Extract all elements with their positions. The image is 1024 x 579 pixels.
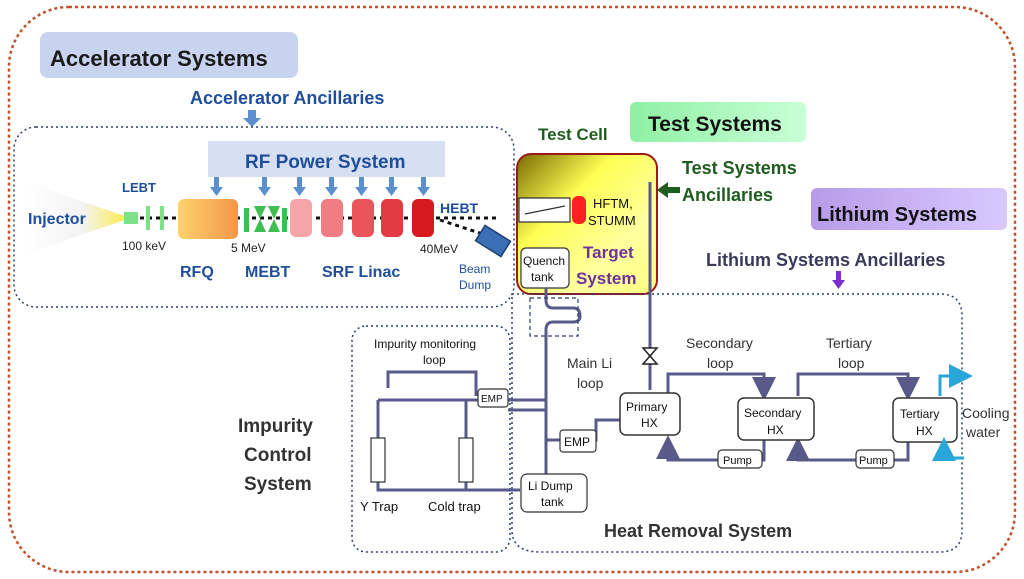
beam-dump-block	[474, 224, 512, 258]
lithium-banner	[811, 188, 1007, 230]
y-trap-label: Y Trap	[360, 499, 398, 514]
primary-hx-label-1: Primary	[626, 400, 667, 414]
cold-trap-label: Cold trap	[428, 499, 481, 514]
lithium-piping	[376, 182, 920, 492]
hebt-label: HEBT	[440, 200, 479, 216]
impurity-box	[351, 325, 511, 553]
lebt-block	[124, 212, 138, 224]
heat-removal-label: Heat Removal System	[604, 521, 792, 541]
tertiary-hx-label-2: HX	[916, 424, 933, 438]
mebt-label: MEBT	[245, 264, 291, 281]
pump-1-box	[717, 449, 763, 469]
quench-tank-label-2: tank	[531, 270, 555, 284]
rf-power-banner	[208, 141, 445, 177]
beam-entry-arrow	[524, 205, 566, 215]
cooling-water-label-2: water	[965, 424, 1001, 440]
tertiary-loop-label-1: Tertiary	[826, 335, 872, 351]
energy-40mev: 40MeV	[420, 242, 458, 256]
secondary-hx-box	[737, 397, 815, 441]
srf-cavity-2	[321, 199, 343, 237]
impurity-emp-box	[477, 388, 509, 408]
valve-icon	[641, 347, 659, 365]
hftm-label-1: HFTM,	[593, 196, 633, 211]
injector-cone	[26, 182, 130, 254]
lebt-lens-2	[160, 206, 164, 230]
main-li-loop-label-2: loop	[577, 375, 604, 391]
accelerator-banner	[40, 32, 298, 78]
target-backplate	[572, 196, 586, 224]
secondary-hx-label-1: Secondary	[744, 406, 801, 420]
test-cell-label: Test Cell	[538, 125, 608, 144]
impurity-emp-label: EMP	[481, 394, 503, 405]
lithium-title: Lithium Systems	[817, 204, 977, 226]
tertiary-loop-label-2: loop	[838, 355, 865, 371]
hftm-label-2: STUMM	[588, 213, 636, 228]
beam-dump-label-2: Dump	[459, 278, 491, 292]
target-system-label-2: System	[576, 269, 636, 288]
emp-main-box	[559, 429, 597, 453]
rf-power-title: RF Power System	[245, 152, 406, 173]
srf-linac-label: SRF Linac	[322, 264, 400, 281]
lebt-label: LEBT	[122, 180, 156, 195]
injector-label: Injector	[28, 211, 86, 228]
li-dump-label-1: Li Dump	[528, 479, 573, 493]
lithium-ancillaries: Lithium Systems Ancillaries	[706, 250, 945, 270]
y-trap-icon	[370, 437, 386, 483]
rfq-block	[178, 199, 238, 239]
cooling-water-lines	[932, 364, 973, 461]
test-ancillaries-label-2: Ancillaries	[682, 185, 773, 205]
li-dump-tank-box	[520, 473, 588, 513]
impurity-control-label-3: System	[244, 474, 312, 495]
li-dump-label-2: tank	[541, 495, 565, 509]
srf-cavity-3	[352, 199, 374, 237]
energy-5mev: 5 MeV	[231, 241, 266, 255]
cold-trap-icon	[458, 437, 474, 483]
accelerator-title: Accelerator Systems	[50, 46, 268, 71]
mebt-elements	[244, 206, 287, 232]
target-system-label-1: Target	[583, 243, 634, 262]
secondary-loop-label-2: loop	[707, 355, 734, 371]
lithium-anc-arrow-head	[832, 280, 845, 289]
emp-main-label: EMP	[564, 435, 590, 449]
secondary-loop-label-1: Secondary	[686, 335, 753, 351]
beam-dump-label-1: Beam	[459, 262, 490, 276]
tertiary-hx-label-1: Tertiary	[900, 407, 939, 421]
quench-tank-label-1: Quench	[523, 254, 565, 268]
test-ancillaries-arrow	[657, 182, 680, 198]
pump-2-box	[855, 449, 895, 469]
ancillaries-arrow-head	[243, 118, 261, 127]
pump-2-label: Pump	[859, 455, 888, 467]
quench-line-box	[529, 297, 579, 337]
tertiary-hx-box	[892, 397, 958, 443]
main-li-loop-label-1: Main Li	[567, 355, 612, 371]
heat-removal-box	[511, 293, 963, 553]
srf-cavity-4	[381, 199, 403, 237]
secondary-hx-label-2: HX	[767, 423, 784, 437]
rf-feed-arrows	[210, 177, 430, 196]
srf-cavity-1	[290, 199, 312, 237]
test-systems-title: Test Systems	[648, 113, 782, 136]
srf-cavity-5	[412, 199, 434, 237]
energy-100kev: 100 keV	[122, 239, 166, 253]
ancillaries-arrow	[248, 110, 256, 120]
impurity-monitoring-label-1: Impurity monitoring	[374, 337, 476, 351]
lithium-anc-arrow	[836, 271, 841, 281]
primary-hx-box	[619, 392, 681, 436]
cooling-water-label-1: Cooling	[962, 405, 1009, 421]
outer-border	[7, 5, 1017, 574]
impurity-control-label-1: Impurity	[238, 416, 313, 437]
rfq-label: RFQ	[180, 264, 214, 281]
test-systems-banner	[630, 102, 806, 142]
impurity-monitoring-label-2: loop	[423, 353, 446, 367]
accelerator-ancillaries: Accelerator Ancillaries	[190, 88, 384, 108]
impurity-control-label-2: Control	[244, 445, 312, 466]
test-ancillaries-label-1: Test Systems	[682, 158, 797, 178]
lebt-lens-1	[146, 206, 150, 230]
primary-hx-label-2: HX	[641, 416, 658, 430]
pump-1-label: Pump	[723, 455, 752, 467]
